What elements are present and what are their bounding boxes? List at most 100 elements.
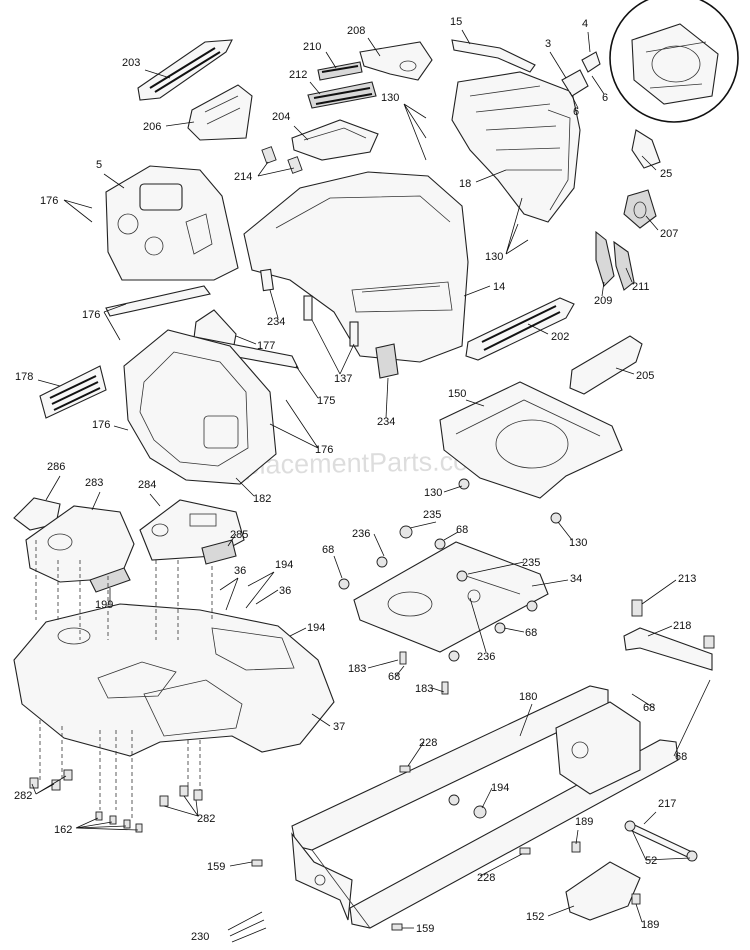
callout-194: 194 bbox=[491, 782, 509, 794]
callout-205: 205 bbox=[636, 370, 654, 382]
callout-209: 209 bbox=[594, 295, 612, 307]
callout-203: 203 bbox=[122, 57, 140, 69]
callout-204: 204 bbox=[272, 111, 290, 123]
callout-228: 228 bbox=[419, 737, 437, 749]
callout-194: 194 bbox=[307, 622, 325, 634]
part-199-plate bbox=[89, 567, 131, 593]
part-203-grille-strip bbox=[137, 39, 233, 101]
callout-236: 236 bbox=[352, 528, 370, 540]
part-211-lens bbox=[613, 240, 635, 291]
part-18-hood bbox=[451, 71, 581, 223]
callout-36: 36 bbox=[234, 565, 246, 577]
callout-214: 214 bbox=[234, 171, 252, 183]
callout-194: 194 bbox=[275, 559, 293, 571]
callout-235: 235 bbox=[522, 557, 540, 569]
callout-52: 52 bbox=[645, 855, 657, 867]
part-182-front-frame bbox=[123, 329, 277, 485]
part-217-rod bbox=[627, 821, 695, 861]
callout-228: 228 bbox=[477, 872, 495, 884]
callout-159: 159 bbox=[416, 923, 434, 935]
part-152-cover bbox=[565, 861, 641, 921]
callout-182: 182 bbox=[253, 493, 271, 505]
part-15-strip bbox=[451, 39, 536, 73]
callout-176: 176 bbox=[82, 309, 100, 321]
callout-130: 130 bbox=[569, 537, 587, 549]
callout-6: 6 bbox=[573, 106, 579, 118]
part-137-plates bbox=[303, 295, 359, 347]
callout-282: 282 bbox=[14, 790, 32, 802]
callout-199: 199 bbox=[95, 599, 113, 611]
part-180-frame bbox=[291, 685, 679, 929]
alignment-lines bbox=[35, 540, 213, 820]
callout-36: 36 bbox=[279, 585, 291, 597]
callout-176: 176 bbox=[315, 444, 333, 456]
part-213-bolt bbox=[631, 599, 715, 649]
callout-176: 176 bbox=[92, 419, 110, 431]
part-178-vent-plate bbox=[39, 365, 107, 419]
callout-68: 68 bbox=[456, 524, 468, 536]
part-4-fastener bbox=[581, 51, 601, 73]
callout-15: 15 bbox=[450, 16, 462, 28]
part-210-decal bbox=[317, 61, 363, 81]
callout-207: 207 bbox=[660, 228, 678, 240]
callout-218: 218 bbox=[673, 620, 691, 632]
callout-176: 176 bbox=[40, 195, 58, 207]
callout-212: 212 bbox=[289, 69, 307, 81]
callout-234: 234 bbox=[377, 416, 395, 428]
detail-view-circle bbox=[609, 0, 739, 123]
callout-217: 217 bbox=[658, 798, 676, 810]
callout-236: 236 bbox=[477, 651, 495, 663]
callout-130: 130 bbox=[424, 487, 442, 499]
leader-lines bbox=[31, 29, 711, 929]
callout-68: 68 bbox=[525, 627, 537, 639]
callout-213: 213 bbox=[678, 573, 696, 585]
callout-159: 159 bbox=[207, 861, 225, 873]
callout-285: 285 bbox=[230, 529, 248, 541]
callout-284: 284 bbox=[138, 479, 156, 491]
callout-183: 183 bbox=[415, 683, 433, 695]
callout-234: 234 bbox=[267, 316, 285, 328]
callout-286: 286 bbox=[47, 461, 65, 473]
part-208-bracket bbox=[359, 41, 433, 81]
callout-152: 152 bbox=[526, 911, 544, 923]
hardware-159-bolts bbox=[251, 859, 403, 931]
callout-5: 5 bbox=[96, 159, 102, 171]
callout-235: 235 bbox=[423, 509, 441, 521]
hardware-230-pins bbox=[227, 911, 267, 943]
callout-189: 189 bbox=[641, 919, 659, 931]
part-234-plate-b bbox=[375, 343, 399, 379]
hardware-282-clips bbox=[29, 769, 203, 807]
part-3-bracket bbox=[561, 69, 589, 97]
callout-202: 202 bbox=[551, 331, 569, 343]
part-212-decal bbox=[307, 81, 377, 109]
callout-130: 130 bbox=[485, 251, 503, 263]
callout-283: 283 bbox=[85, 477, 103, 489]
part-150-shroud bbox=[439, 381, 623, 499]
callout-25: 25 bbox=[660, 168, 672, 180]
callout-18: 18 bbox=[459, 178, 471, 190]
callout-6: 6 bbox=[602, 92, 608, 104]
part-218-bracket bbox=[623, 627, 713, 671]
callout-14: 14 bbox=[493, 281, 505, 293]
part-34-deck-plate bbox=[353, 541, 549, 653]
callout-68: 68 bbox=[322, 544, 334, 556]
callout-189: 189 bbox=[575, 816, 593, 828]
callout-34: 34 bbox=[570, 573, 582, 585]
callout-68: 68 bbox=[388, 671, 400, 683]
callout-3: 3 bbox=[545, 38, 551, 50]
callout-211: 211 bbox=[632, 281, 650, 293]
callout-178: 178 bbox=[15, 371, 33, 383]
callout-282: 282 bbox=[197, 813, 215, 825]
callout-130: 130 bbox=[381, 92, 399, 104]
callout-68: 68 bbox=[675, 751, 687, 763]
callout-208: 208 bbox=[347, 25, 365, 37]
hardware-194-spacer bbox=[448, 794, 487, 819]
callout-177: 177 bbox=[257, 340, 275, 352]
callout-175: 175 bbox=[317, 395, 335, 407]
callout-180: 180 bbox=[519, 691, 537, 703]
part-206-bracket bbox=[187, 84, 253, 141]
hardware-162-bolts bbox=[95, 811, 143, 833]
part-234-plate-a bbox=[260, 268, 274, 292]
part-283-seat-pan bbox=[25, 505, 135, 583]
